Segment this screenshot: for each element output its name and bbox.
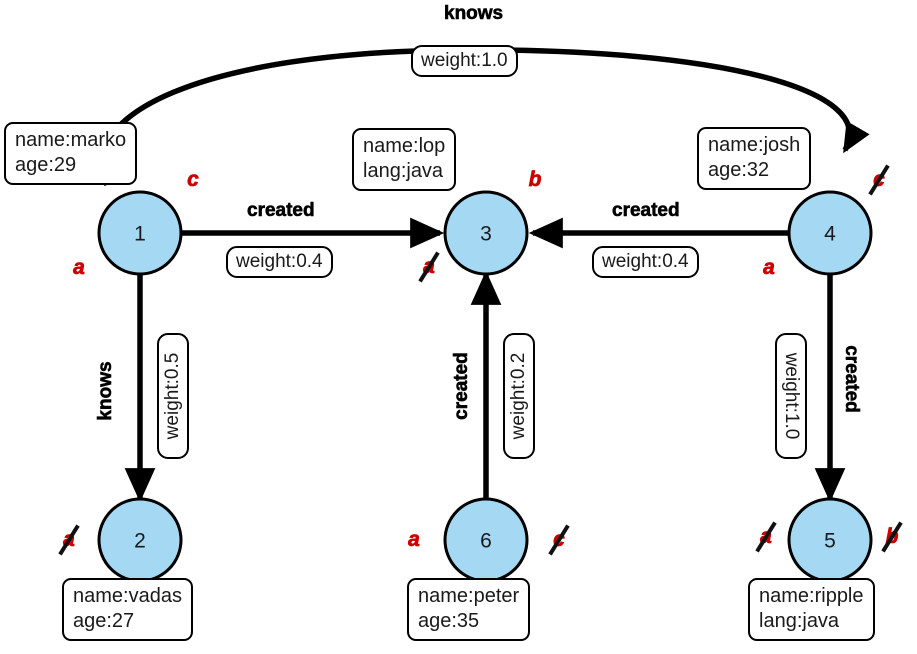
node-3-circle[interactable] bbox=[443, 190, 529, 276]
node-4-prop-0: name:josh bbox=[708, 134, 801, 156]
annotation-node-6-c-letter: c bbox=[553, 528, 565, 552]
edge-weight-knows-1-4: weight:1.0 bbox=[411, 45, 518, 77]
node-6-prop-1: age:35 bbox=[418, 610, 480, 632]
node-4-label: 4 bbox=[824, 223, 836, 246]
node-5-prop-1: lang:java bbox=[759, 610, 840, 632]
edge-label-created-4-5: created bbox=[841, 345, 863, 413]
annotation-node-4-c: c bbox=[868, 164, 890, 196]
node-6-label: 6 bbox=[480, 530, 492, 553]
node-5-prop-0: name:ripple bbox=[759, 585, 864, 607]
node-3-label: 3 bbox=[480, 223, 492, 246]
node-1-prop-1: age:29 bbox=[15, 154, 77, 176]
node-4-property-box: name:josh age:32 bbox=[697, 127, 812, 190]
annotation-node-4-a: a bbox=[763, 256, 775, 280]
node-3-property-box: name:lop lang:java bbox=[352, 128, 457, 191]
node-3-prop-0: name:lop bbox=[363, 135, 446, 157]
node-2-label: 2 bbox=[134, 530, 146, 553]
node-1[interactable]: 1 bbox=[97, 190, 183, 276]
node-4-prop-1: age:32 bbox=[708, 159, 770, 181]
node-6-prop-0: name:peter bbox=[418, 585, 520, 607]
annotation-node-6-a: a bbox=[408, 528, 420, 552]
annotation-node-5-a-letter: a bbox=[760, 525, 772, 549]
node-5-label: 5 bbox=[824, 530, 836, 553]
node-2-prop-1: age:27 bbox=[73, 610, 135, 632]
node-2-property-box: name:vadas age:27 bbox=[62, 578, 193, 641]
node-1-label: 1 bbox=[134, 223, 146, 246]
node-5[interactable]: 5 bbox=[787, 497, 873, 583]
annotation-node-3-a: a bbox=[418, 251, 440, 283]
annotation-node-3-b: b bbox=[528, 168, 542, 192]
annotation-node-5-b-letter: b bbox=[885, 525, 899, 549]
node-4-circle[interactable] bbox=[787, 190, 873, 276]
edge-label-created-1-3: created bbox=[247, 200, 315, 222]
edge-weight-knows-1-2: weight:0.5 bbox=[157, 333, 189, 459]
annotation-node-1-c: c bbox=[187, 168, 199, 192]
annotation-node-2-a: a bbox=[58, 524, 80, 556]
node-1-prop-0: name:marko bbox=[15, 129, 127, 151]
annotation-node-5-b: b bbox=[881, 521, 903, 553]
node-4[interactable]: 4 bbox=[787, 190, 873, 276]
node-2-prop-0: name:vadas bbox=[73, 585, 182, 607]
annotation-node-3-a-letter: a bbox=[423, 255, 435, 279]
annotation-node-1-a: a bbox=[73, 256, 85, 280]
node-1-circle[interactable] bbox=[97, 190, 183, 276]
node-3-prop-1: lang:java bbox=[363, 160, 444, 182]
annotation-node-6-c: c bbox=[548, 524, 570, 556]
edge-weight-created-1-3: weight:0.4 bbox=[226, 246, 333, 278]
annotation-node-2-a-letter: a bbox=[63, 528, 75, 552]
node-6-property-box: name:peter age:35 bbox=[407, 578, 531, 641]
edge-label-knows-1-4: knows bbox=[444, 3, 504, 25]
node-5-property-box: name:ripple lang:java bbox=[748, 578, 875, 641]
edge-label-knows-1-2: knows bbox=[95, 361, 117, 421]
annotation-node-4-c-letter: c bbox=[873, 168, 885, 192]
node-3[interactable]: 3 bbox=[443, 190, 529, 276]
edge-weight-created-4-5: weight:1.0 bbox=[775, 333, 807, 459]
node-1-property-box: name:marko age:29 bbox=[4, 122, 138, 185]
node-2[interactable]: 2 bbox=[97, 497, 183, 583]
annotation-node-5-a: a bbox=[755, 521, 777, 553]
node-6[interactable]: 6 bbox=[443, 497, 529, 583]
edge-label-created-4-3: created bbox=[612, 200, 680, 222]
edge-weight-created-6-3: weight:0.2 bbox=[503, 333, 535, 459]
edge-weight-created-4-3: weight:0.4 bbox=[592, 246, 699, 278]
edge-label-created-6-3: created bbox=[451, 352, 473, 420]
